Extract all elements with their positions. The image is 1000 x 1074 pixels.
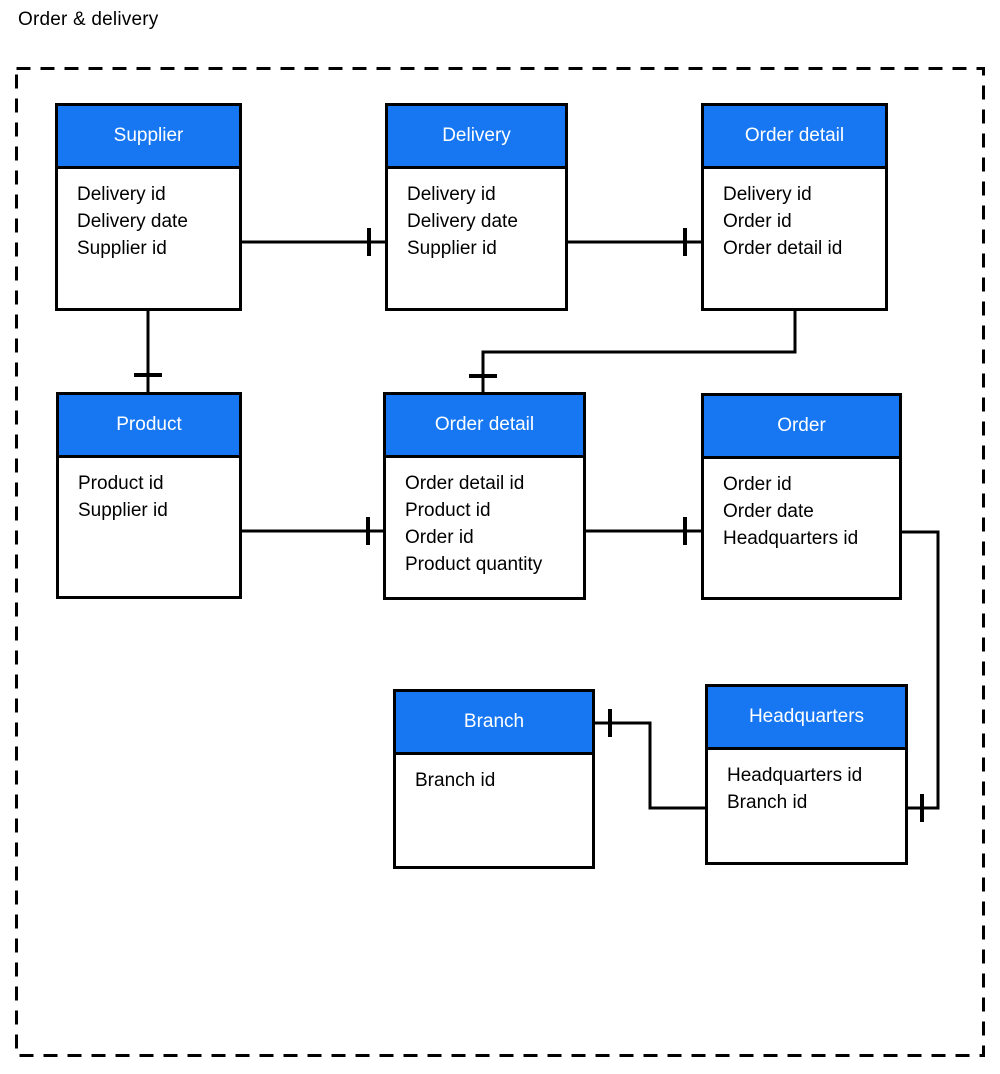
- entity-headquarters-fields: Headquarters id Branch id: [708, 750, 905, 816]
- field: Order detail id: [405, 473, 525, 494]
- entity-delivery-title: Delivery: [442, 125, 511, 146]
- field: Order detail id: [723, 238, 843, 259]
- field: Delivery date: [77, 211, 188, 232]
- entity-product-fields: Product id Supplier id: [59, 458, 239, 524]
- entity-delivery-fields: Delivery id Delivery date Supplier id: [388, 169, 565, 262]
- entity-order-detail-top-fields: Delivery id Order id Order detail id: [704, 169, 885, 262]
- field: Branch id: [415, 770, 496, 791]
- entity-branch[interactable]: Branch Branch id: [393, 689, 595, 869]
- field: Headquarters id: [727, 765, 863, 786]
- entity-delivery-header: Delivery: [388, 106, 565, 169]
- entity-supplier[interactable]: Supplier Delivery id Delivery date Suppl…: [55, 103, 242, 311]
- entity-supplier-title: Supplier: [113, 125, 184, 146]
- diagram-title: Order & delivery: [18, 9, 159, 30]
- field: Product id: [78, 473, 164, 494]
- entity-supplier-fields: Delivery id Delivery date Supplier id: [58, 169, 239, 262]
- entity-branch-title: Branch: [463, 711, 525, 732]
- entity-delivery[interactable]: Delivery Delivery id Delivery date Suppl…: [385, 103, 568, 311]
- entity-supplier-header: Supplier: [58, 106, 239, 169]
- entity-product-title: Product: [116, 414, 182, 435]
- field: Supplier id: [77, 238, 167, 259]
- entity-branch-fields: Branch id: [396, 755, 592, 794]
- entity-headquarters-header: Headquarters: [708, 687, 905, 750]
- field: Order id: [723, 474, 792, 495]
- entity-order-detail-mid-header: Order detail: [386, 395, 583, 458]
- field: Supplier id: [78, 500, 168, 521]
- field: Branch id: [727, 792, 808, 813]
- connector-branch-headquarters[interactable]: [595, 721, 705, 810]
- field: Order id: [405, 527, 474, 548]
- entity-order-detail-mid-fields: Order detail id Product id Order id Prod…: [386, 458, 583, 578]
- field: Product id: [405, 500, 491, 521]
- connector-orderdetail-orderdetail[interactable]: [481, 311, 797, 393]
- entity-order-detail-top-title: Order detail: [744, 125, 845, 146]
- field: Delivery id: [723, 184, 812, 205]
- entity-branch-header: Branch: [396, 692, 592, 755]
- entity-product[interactable]: Product Product id Supplier id: [56, 392, 242, 599]
- entity-headquarters-title: Headquarters: [748, 706, 865, 727]
- field: Order date: [723, 501, 814, 522]
- field: Product quantity: [405, 554, 543, 575]
- field: Delivery id: [407, 184, 496, 205]
- field: Headquarters id: [723, 528, 859, 549]
- entity-headquarters[interactable]: Headquarters Headquarters id Branch id: [705, 684, 908, 865]
- entity-order-detail-mid[interactable]: Order detail Order detail id Product id …: [383, 392, 586, 600]
- entity-order-detail-mid-title: Order detail: [434, 414, 535, 435]
- entity-product-header: Product: [59, 395, 239, 458]
- field: Order id: [723, 211, 792, 232]
- entity-order[interactable]: Order Order id Order date Headquarters i…: [701, 393, 902, 600]
- field: Supplier id: [407, 238, 497, 259]
- entity-order-fields: Order id Order date Headquarters id: [704, 459, 899, 552]
- field: Delivery date: [407, 211, 518, 232]
- field: Delivery id: [77, 184, 166, 205]
- entity-order-detail-top-header: Order detail: [704, 106, 885, 169]
- diagram-boundary: [15, 67, 985, 1057]
- entity-order-detail-top[interactable]: Order detail Delivery id Order id Order …: [701, 103, 888, 311]
- entity-order-header: Order: [704, 396, 899, 459]
- entity-order-title: Order: [777, 415, 826, 436]
